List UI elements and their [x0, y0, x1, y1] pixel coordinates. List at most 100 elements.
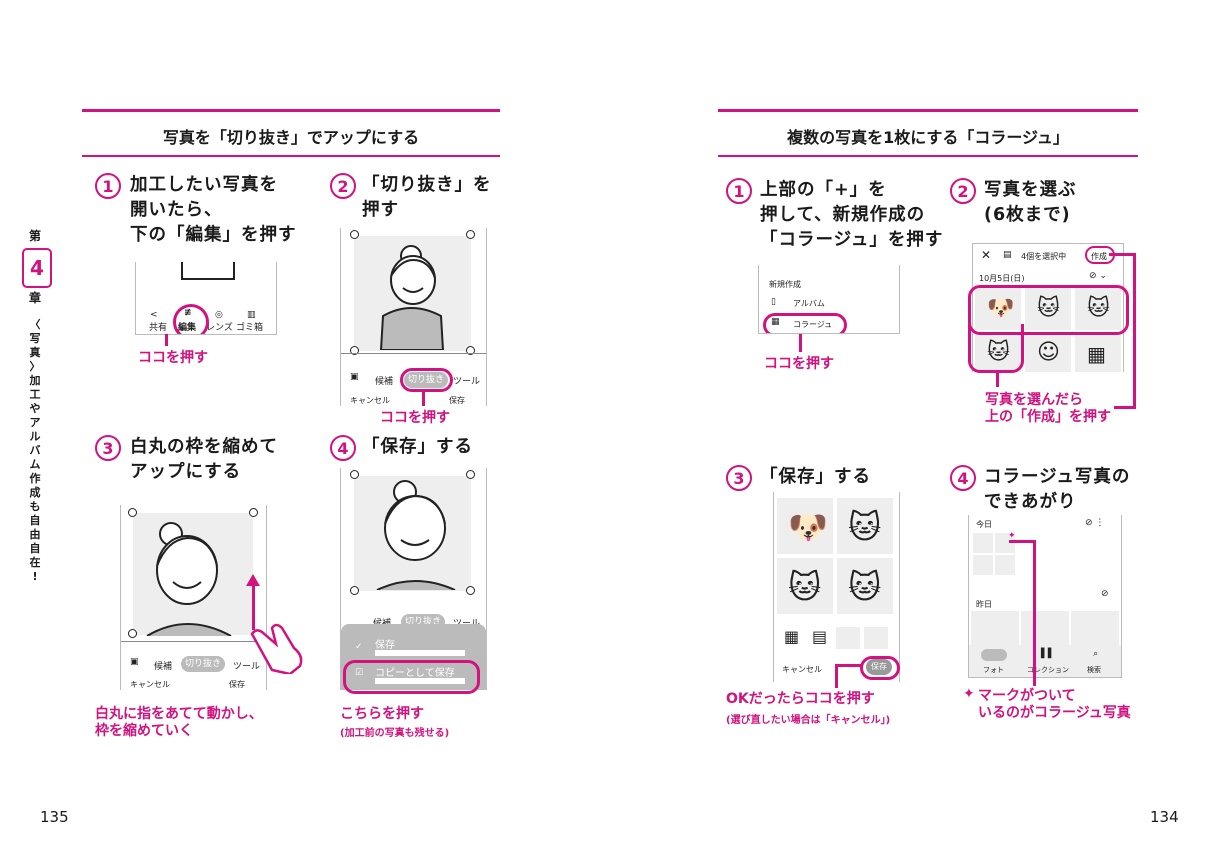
- woman-illustration: [146, 522, 232, 636]
- left-section-rule-bottom: [82, 155, 500, 157]
- menu-title: 新規作成: [769, 280, 801, 289]
- chapter-title-char: !: [32, 570, 38, 583]
- crop-handle[interactable]: [350, 586, 359, 595]
- callout-text: ココを押す: [138, 350, 208, 366]
- cat-photo: 🐱: [788, 568, 822, 606]
- lens-button[interactable]: レンズ: [206, 323, 233, 333]
- tab-crop[interactable]: 切り抜き: [181, 656, 225, 672]
- photo-thumbnail[interactable]: [971, 611, 1019, 645]
- highlight-ring: [173, 304, 209, 334]
- album-menu-item[interactable]: アルバム: [793, 299, 825, 308]
- save-button[interactable]: 保存: [866, 659, 892, 675]
- crop-adjust-screen: ▣ 候補 切り抜き ツール キャンセル 保存: [120, 505, 267, 690]
- photo-thumbnail[interactable]: [1025, 286, 1071, 330]
- step-instruction: 「保存」する: [362, 437, 473, 457]
- yesterday-label: 昨日: [976, 600, 992, 609]
- share-button[interactable]: 共有: [149, 323, 168, 333]
- crop-handle[interactable]: [249, 508, 258, 517]
- save-as-copy-underline: [375, 678, 465, 684]
- trash-icon[interactable]: ▥: [247, 310, 256, 320]
- layout-option-icon[interactable]: ▦: [784, 627, 800, 646]
- lens-icon[interactable]: ◎: [215, 310, 223, 320]
- callout-text: 写真を選んだら 上の「作成」を押す: [985, 392, 1111, 425]
- crop-handle[interactable]: [128, 629, 137, 638]
- suggestions-icon[interactable]: ▣: [350, 372, 359, 382]
- create-button[interactable]: 作成: [1091, 252, 1107, 261]
- callout-text: ココを押す: [764, 356, 834, 372]
- search-tab-icon[interactable]: ⌕: [1093, 649, 1099, 659]
- step-number-badge: 4: [330, 435, 356, 461]
- collage-cell: [837, 558, 893, 614]
- crop-screen: ▣ 候補 切り抜き ツール キャンセル 保存: [340, 228, 487, 406]
- photo-thumbnail[interactable]: [1025, 334, 1071, 372]
- layout-option-icon[interactable]: ▤: [812, 627, 828, 646]
- sparkle-icon: ✦: [963, 686, 975, 702]
- save-button[interactable]: 保存: [449, 396, 465, 405]
- cat-photo: 🐱: [987, 340, 1010, 365]
- share-icon[interactable]: <: [150, 310, 158, 320]
- close-icon[interactable]: ✕: [981, 248, 992, 262]
- photo-thumbnail[interactable]: [973, 555, 993, 575]
- cancel-button[interactable]: キャンセル: [782, 665, 822, 674]
- photo-thumbnail[interactable]: [1075, 286, 1121, 330]
- save-menu-item[interactable]: 保存: [375, 640, 395, 651]
- crop-handle[interactable]: [350, 230, 359, 239]
- search-tab[interactable]: 検索: [1087, 666, 1101, 674]
- collage-menu-item[interactable]: コラージュ: [793, 320, 833, 329]
- crop-handle[interactable]: [466, 586, 475, 595]
- layout-option[interactable]: [864, 627, 888, 649]
- right-section-rule-top: [718, 109, 1138, 112]
- cancel-button[interactable]: キャンセル: [350, 396, 390, 405]
- chapter-title-char: 工: [29, 388, 41, 401]
- photos-tab-icon[interactable]: [981, 649, 1007, 661]
- tab-crop[interactable]: 切り抜き: [404, 372, 448, 388]
- callout-line: [422, 392, 425, 406]
- save-button[interactable]: 保存: [229, 680, 245, 689]
- select-all-icon[interactable]: ⊘ ⌄: [1089, 271, 1107, 281]
- step-instruction: 白丸の枠を縮めて アップにする: [130, 437, 278, 482]
- step-number-badge: 1: [95, 173, 121, 199]
- suggestions-icon[interactable]: ▣: [130, 657, 139, 667]
- save-menu-sheet: ✓ 保存 ☑ コピーとして保存: [341, 624, 486, 690]
- save-as-copy-item[interactable]: コピーとして保存: [375, 668, 455, 679]
- cancel-button[interactable]: キャンセル: [130, 680, 170, 689]
- crop-handle[interactable]: [466, 470, 475, 479]
- tab-suggestions[interactable]: 候補: [154, 662, 173, 672]
- collage-thumbnail[interactable]: [995, 533, 1015, 553]
- chapter-title-char: ア: [29, 416, 41, 429]
- drag-arrow-line: [252, 582, 255, 630]
- crop-handle[interactable]: [350, 470, 359, 479]
- collections-tab[interactable]: コレクション: [1027, 666, 1069, 674]
- callout-line: [1133, 253, 1136, 409]
- step-instruction: 加工したい写真を 開いたら、 下の「編集」を押す: [130, 175, 297, 245]
- photo-thumbnail[interactable]: [995, 555, 1015, 575]
- select-icon[interactable]: ⊘ ⋮: [1085, 518, 1105, 528]
- left-section-rule-top: [82, 109, 500, 112]
- step-instruction: 「切り抜き」を 押す: [362, 175, 492, 220]
- photo-thumbnail[interactable]: [975, 286, 1021, 330]
- crop-handle[interactable]: [128, 508, 137, 517]
- collections-tab-icon[interactable]: ▌▌: [1041, 649, 1055, 659]
- photos-tab[interactable]: フォト: [983, 666, 1004, 674]
- tab-suggestions[interactable]: 候補: [375, 377, 394, 387]
- photo-thumbnail[interactable]: [1075, 334, 1121, 372]
- save-icon: ▤: [1003, 250, 1012, 260]
- selection-count: 4個を選択中: [1021, 252, 1067, 261]
- collage-icon: ▦: [771, 317, 780, 327]
- left-section-title: 写真を「切り抜き」でアップにする: [162, 128, 420, 147]
- tab-tools[interactable]: ツール: [233, 662, 261, 672]
- select-icon[interactable]: ⊘: [1101, 589, 1109, 599]
- photo-thumbnail[interactable]: [1071, 611, 1119, 645]
- chapter-title-char: 由: [29, 528, 41, 541]
- chapter-title-char: 写: [29, 332, 41, 345]
- crop-handle[interactable]: [466, 230, 475, 239]
- crop-handle[interactable]: [466, 346, 475, 355]
- collage-thumbnail[interactable]: [973, 533, 993, 553]
- layout-option[interactable]: [836, 627, 860, 649]
- trash-button[interactable]: ゴミ箱: [236, 323, 264, 333]
- photo-thumbnail[interactable]: [1021, 611, 1069, 645]
- crop-handle[interactable]: [350, 346, 359, 355]
- cat-photo: 🐱: [848, 508, 882, 546]
- tab-tools[interactable]: ツール: [453, 377, 481, 387]
- step-number-badge: 4: [950, 465, 976, 491]
